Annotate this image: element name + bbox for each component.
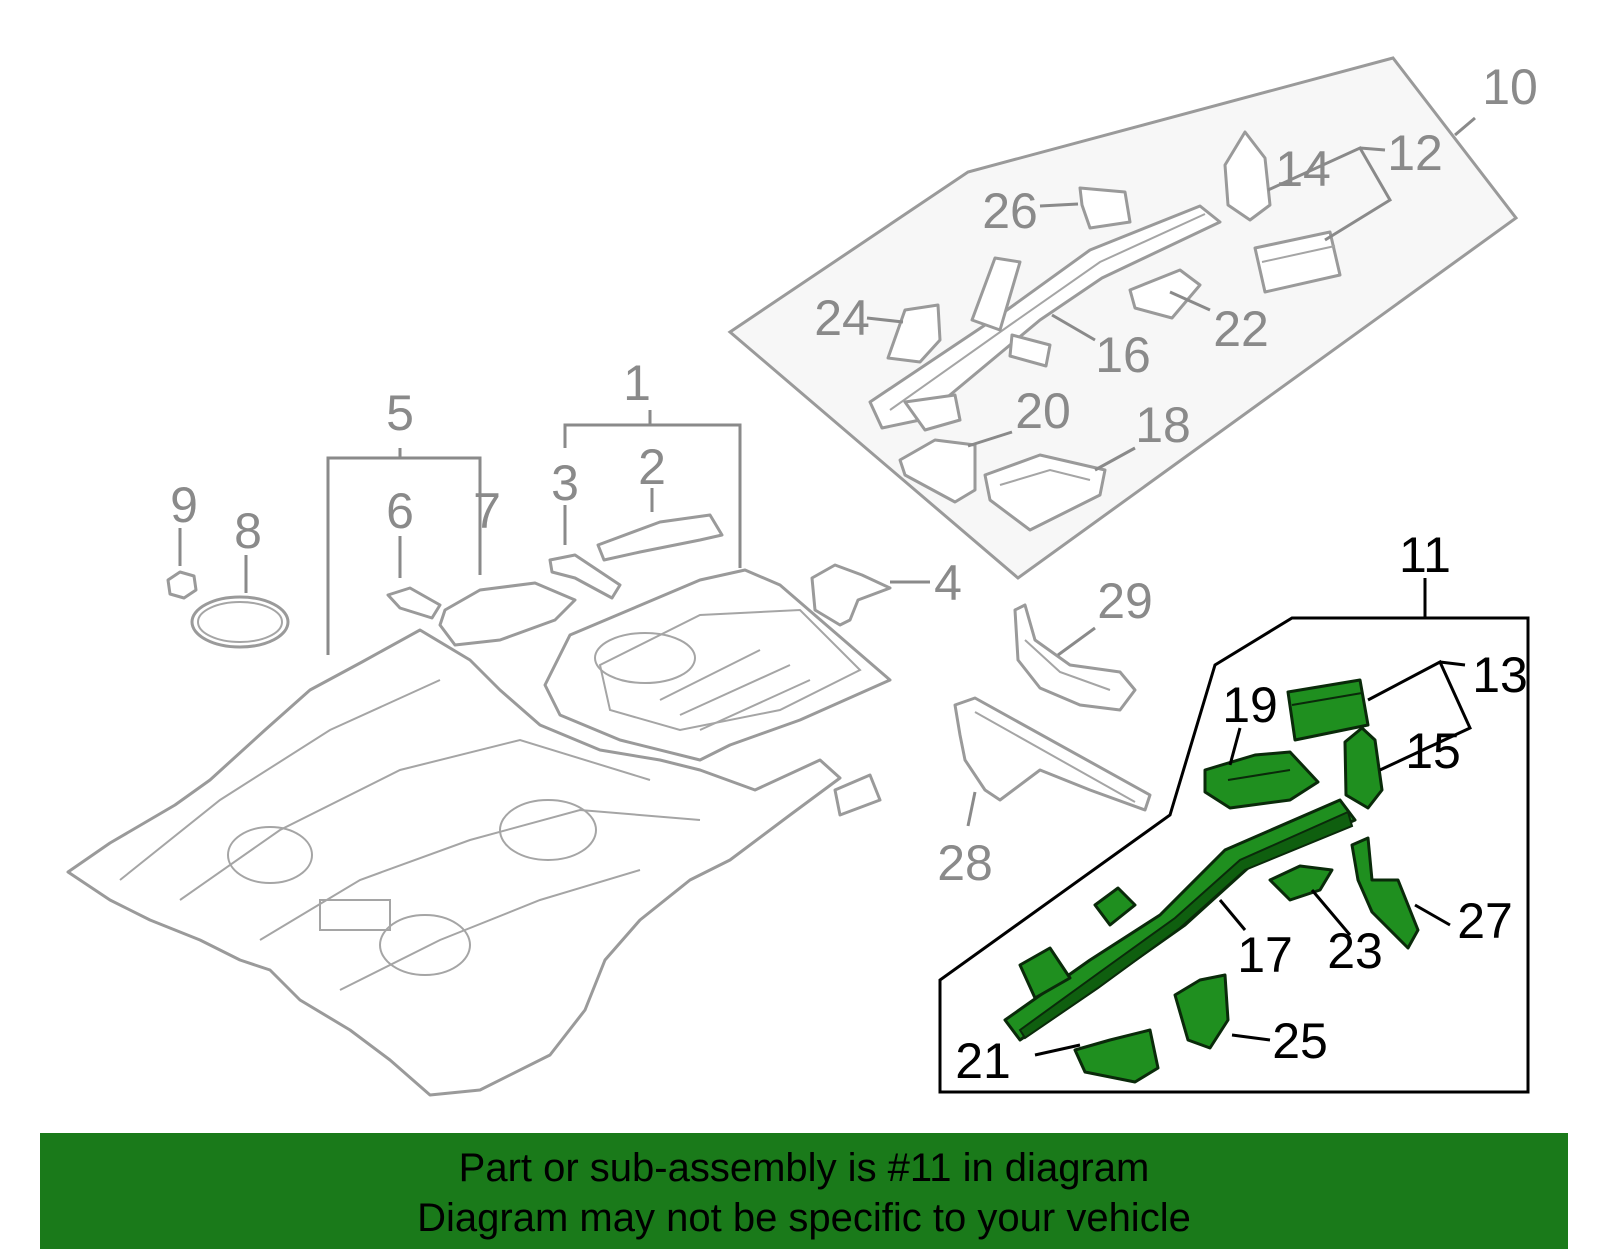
callout-25: 25: [1272, 1013, 1328, 1069]
wheelhouse-29: [1013, 603, 1137, 712]
callout-27: 27: [1457, 893, 1513, 949]
crossmember-28: [953, 696, 1152, 812]
crossmember-7: [438, 581, 577, 647]
callout-2: 2: [638, 439, 666, 495]
grommet-8: [190, 595, 290, 649]
callout-7: 7: [473, 483, 501, 539]
callout-21: 21: [955, 1033, 1011, 1089]
callout-20: 20: [1015, 383, 1071, 439]
callout-8: 8: [234, 503, 262, 559]
callout-5: 5: [386, 385, 414, 441]
leaders-box-10: [866, 116, 1476, 472]
rail-16: [868, 204, 1222, 432]
floor-pan-5: [66, 628, 882, 1097]
crossmember-2: [596, 513, 724, 562]
callout-10: 10: [1482, 59, 1538, 115]
bracket-26: [1078, 186, 1132, 230]
bracket-19[interactable]: [1203, 750, 1320, 810]
callout-3: 3: [551, 455, 579, 511]
bracket-4: [810, 563, 892, 627]
bracket-25[interactable]: [1173, 973, 1230, 1050]
callout-26: 26: [982, 183, 1038, 239]
callout-11[interactable]: 11: [1399, 527, 1451, 583]
panel-18: [983, 453, 1107, 532]
callout-15: 15: [1405, 723, 1461, 779]
bracket-21[interactable]: [1073, 1028, 1160, 1084]
banner-line-1: Part or sub-assembly is #11 in diagram: [458, 1146, 1150, 1190]
callout-28: 28: [937, 835, 993, 891]
bracket-12: [1253, 230, 1342, 294]
callout-14: 14: [1275, 141, 1331, 197]
callout-19: 19: [1222, 677, 1278, 733]
callout-6: 6: [386, 483, 414, 539]
leaders-box-11: [1034, 578, 1472, 1057]
bracket-14: [1223, 130, 1272, 222]
bracket-15[interactable]: [1343, 726, 1384, 810]
callout-1: 1: [623, 355, 651, 411]
callout-23: 23: [1327, 923, 1383, 979]
nut-9: [166, 570, 198, 600]
callout-12: 12: [1387, 125, 1443, 181]
leaders-floor: [178, 410, 1096, 827]
crossmember-3: [548, 553, 622, 600]
callout-24: 24: [814, 290, 870, 346]
callout-4: 4: [934, 555, 962, 611]
callout-labels: 1 2 3 4 5 6 7 8 9 10 12 14 16 18 20 22 2…: [170, 59, 1538, 1089]
bracket-13[interactable]: [1286, 678, 1370, 742]
bracket-20: [898, 438, 977, 504]
callout-17: 17: [1237, 927, 1293, 983]
banner-line-2: Diagram may not be specific to your vehi…: [417, 1196, 1191, 1240]
bracket-27[interactable]: [1350, 836, 1420, 950]
bracket-24: [886, 303, 942, 364]
callout-9: 9: [170, 477, 198, 533]
bracket-23[interactable]: [1268, 864, 1334, 902]
callout-29: 29: [1097, 573, 1153, 629]
callout-18: 18: [1135, 397, 1191, 453]
rail-17[interactable]: [1003, 798, 1357, 1042]
bracket-22: [1128, 268, 1202, 320]
info-banner: Part or sub-assembly is #11 in diagram D…: [40, 1133, 1568, 1249]
floor-pan-1: [543, 568, 892, 762]
bracket-6: [386, 586, 442, 620]
callout-13: 13: [1472, 647, 1528, 703]
callout-16: 16: [1095, 327, 1151, 383]
callout-22: 22: [1213, 301, 1269, 357]
